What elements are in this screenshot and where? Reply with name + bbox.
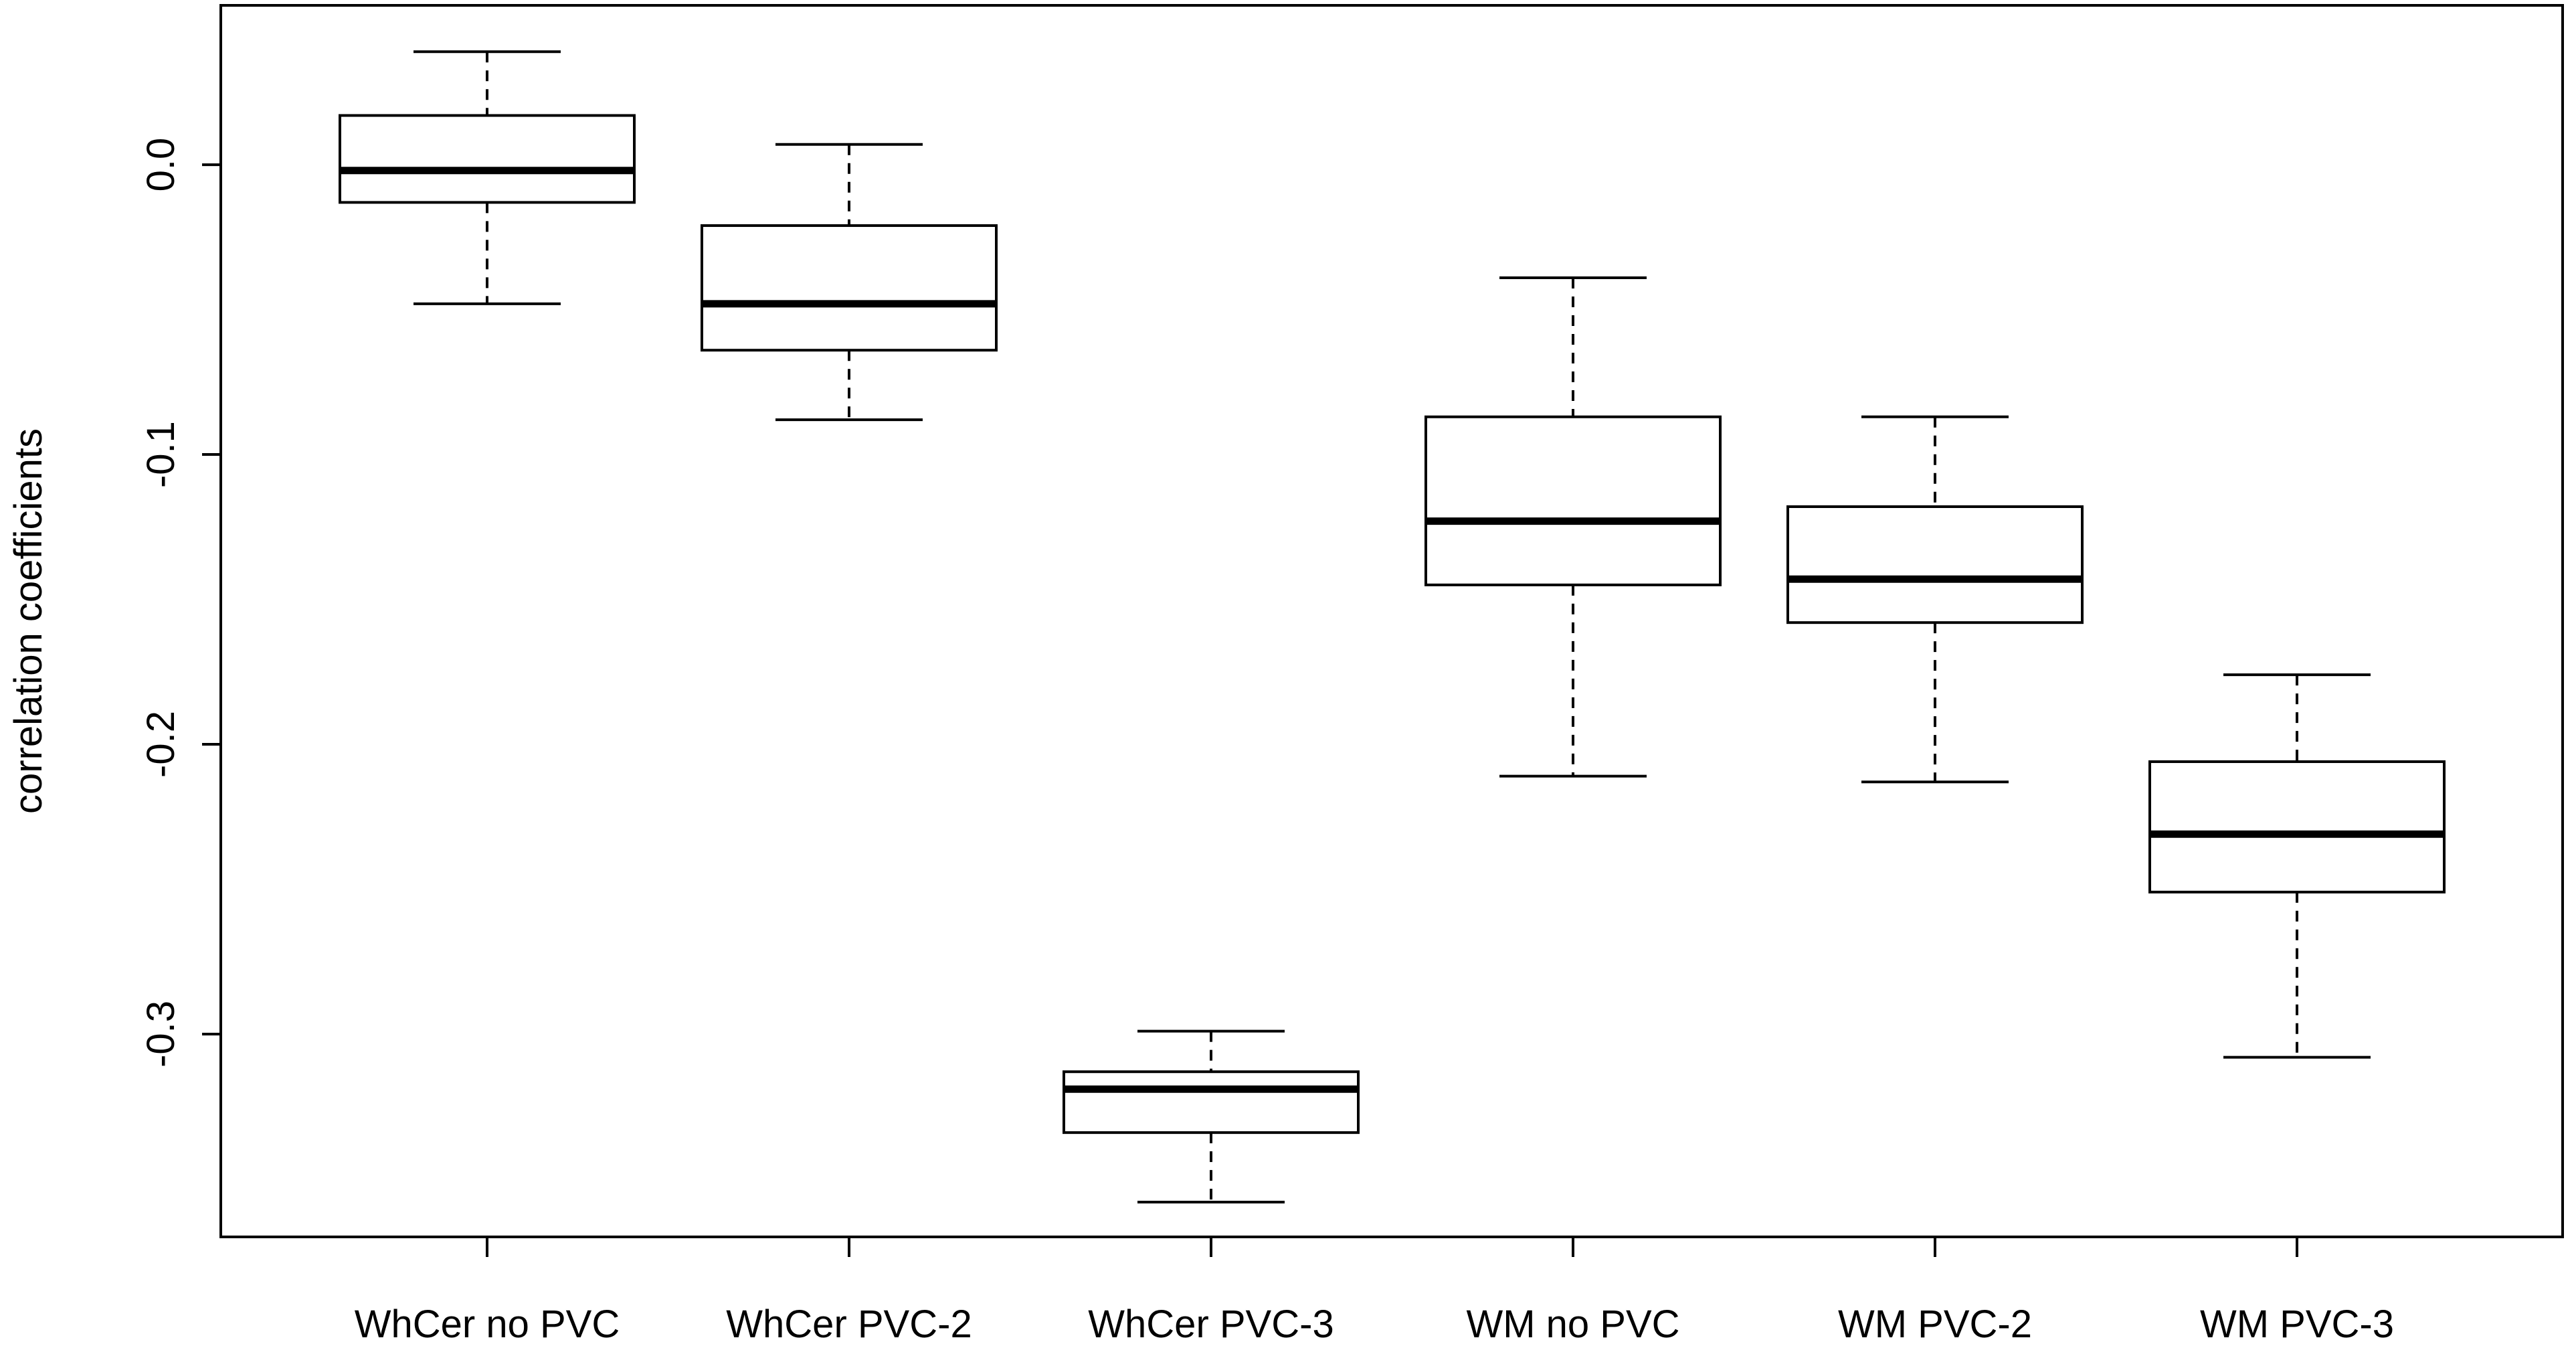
box-iqr <box>701 224 998 352</box>
x-axis: WhCer no PVC WhCer PVC-2 WhCer PVC-3 WM no … <box>355 1237 2394 1346</box>
x-tick-label: WM PVC-2 <box>1838 1302 2032 1346</box>
y-tick-label: -0.3 <box>139 1001 183 1068</box>
x-tick-label: WM PVC-3 <box>2200 1302 2394 1346</box>
box-group <box>701 143 998 422</box>
box-iqr <box>1424 415 1722 586</box>
box-iqr <box>339 114 636 204</box>
box-iqr <box>2148 760 2446 894</box>
y-tick-label: -0.2 <box>139 711 183 778</box>
box-iqr <box>1786 505 2084 624</box>
plot-frame <box>219 4 2564 1238</box>
box-group <box>1424 276 1722 778</box>
x-tick-label: WhCer PVC-3 <box>1088 1302 1333 1346</box>
box-series <box>339 50 2446 1204</box>
y-axis: 0.0 -0.1 -0.2 -0.3 <box>139 138 221 1068</box>
box-iqr <box>1063 1070 1360 1134</box>
x-tick-label: WhCer no PVC <box>355 1302 620 1346</box>
box-group <box>2148 673 2446 1059</box>
y-tick-label: -0.1 <box>139 421 183 488</box>
box-group <box>1063 1029 1360 1204</box>
box-group <box>1786 415 2084 784</box>
y-axis-title: correlation coefficients <box>7 428 50 814</box>
x-tick-label: WhCer PVC-2 <box>726 1302 972 1346</box>
box-group <box>339 50 636 305</box>
x-tick-label: WM no PVC <box>1466 1302 1679 1346</box>
y-tick-label: 0.0 <box>139 138 183 192</box>
